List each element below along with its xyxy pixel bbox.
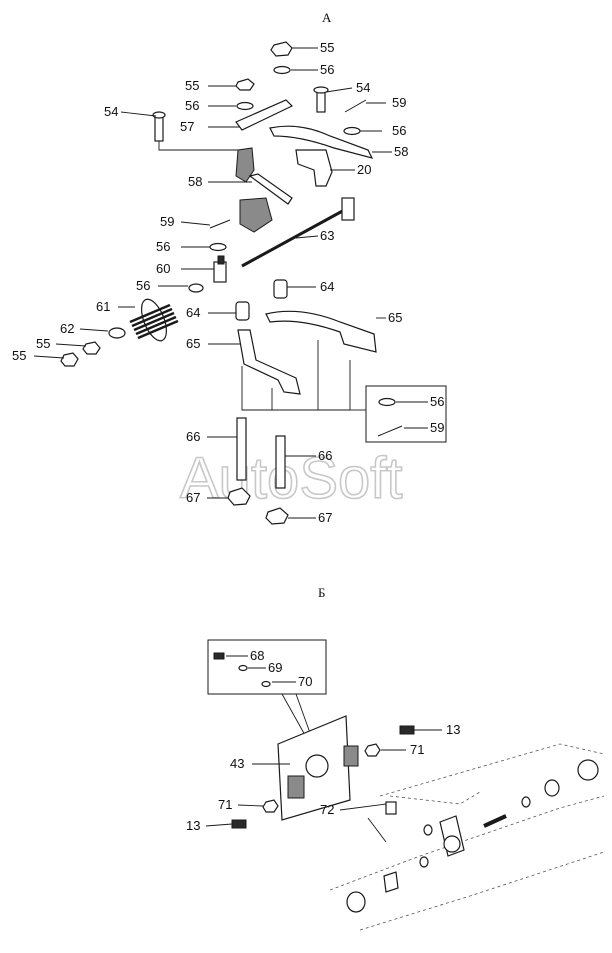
callout-69: 69 [268,660,282,675]
lever-65-left [237,329,301,395]
callout-56: 56 [136,278,150,293]
plate-tab-upper [343,745,359,767]
washer-56-inset [378,397,396,407]
bolt-68 [213,652,225,660]
housing-outline [329,743,605,931]
callout-58: 58 [394,144,408,159]
callout-54: 54 [356,80,370,95]
callout-56: 56 [392,123,406,138]
washer-56-low [188,283,204,293]
callout-13: 13 [186,818,200,833]
callout-60: 60 [156,261,170,276]
callout-20: 20 [357,162,371,177]
stud-66-left [236,417,247,481]
callout-55: 55 [36,336,50,351]
callout-55: 55 [320,40,334,55]
plate-tab-lower [287,775,305,799]
nut-71-right [364,743,381,757]
nut-55-low-b [60,352,79,367]
cotter-pin-59-mid [209,219,231,229]
callout-59: 59 [430,420,444,435]
inset-box-b [207,639,327,695]
callout-56: 56 [430,394,444,409]
lever-65-right [265,310,377,353]
section-title-b: Б [318,585,325,600]
spacer-64-right [273,279,288,299]
callout-55: 55 [12,348,26,363]
inset-box-a [365,385,447,443]
callout-66: 66 [318,448,332,463]
callout-54: 54 [104,104,118,119]
washer-70 [261,680,271,688]
nut-71-left [262,799,279,813]
callout-64: 64 [186,305,200,320]
stud-66-right [275,435,286,489]
shaft-bracket [239,197,273,233]
callout-57: 57 [180,119,194,134]
shaft-63 [241,206,349,268]
bolt-13-bottom [231,819,247,829]
bolt-13-top [399,725,415,735]
washer-56-left [236,101,254,111]
callout-59: 59 [160,214,174,229]
washer-56-right [343,126,361,136]
callout-62: 62 [60,321,74,336]
spacer-64-left [235,301,250,321]
nut-67-right [265,507,289,525]
callout-58: 58 [188,174,202,189]
pin-60 [213,261,227,283]
callout-13: 13 [446,722,460,737]
cotter-pin-59-inset [377,425,403,437]
washer-56-top [273,65,291,75]
callout-65: 65 [186,336,200,351]
washer-69 [238,664,248,672]
callout-56: 56 [320,62,334,77]
callout-71: 71 [218,797,232,812]
callout-71: 71 [410,742,424,757]
section-title-a: А [322,10,332,25]
assembly-arrows [241,340,366,411]
callout-56: 56 [185,98,199,113]
lever-58-top [269,125,374,159]
nut-55-left [235,78,255,91]
callout-67: 67 [186,490,200,505]
spring-61 [129,298,179,342]
pin-54-left [154,114,164,142]
nut-55-low-a [82,341,101,355]
callout-65: 65 [388,310,402,325]
callout-68: 68 [250,648,264,663]
cotter-pin-59-top [344,99,367,113]
callout-43: 43 [230,756,244,771]
lever-58-lower [248,173,293,205]
callout-64: 64 [320,279,334,294]
callout-56: 56 [156,239,170,254]
callout-63: 63 [320,228,334,243]
bracket-20 [295,149,333,187]
callout-61: 61 [96,299,110,314]
callout-67: 67 [318,510,332,525]
valve-assembly [346,759,599,913]
callout-59: 59 [392,95,406,110]
washer-62 [108,327,126,339]
washer-56-mid [209,242,227,252]
callout-72: 72 [320,802,334,817]
callout-70: 70 [298,674,312,689]
plate-hole [305,754,329,778]
callout-66: 66 [186,429,200,444]
callout-55: 55 [185,78,199,93]
nut-55-top [270,41,293,57]
